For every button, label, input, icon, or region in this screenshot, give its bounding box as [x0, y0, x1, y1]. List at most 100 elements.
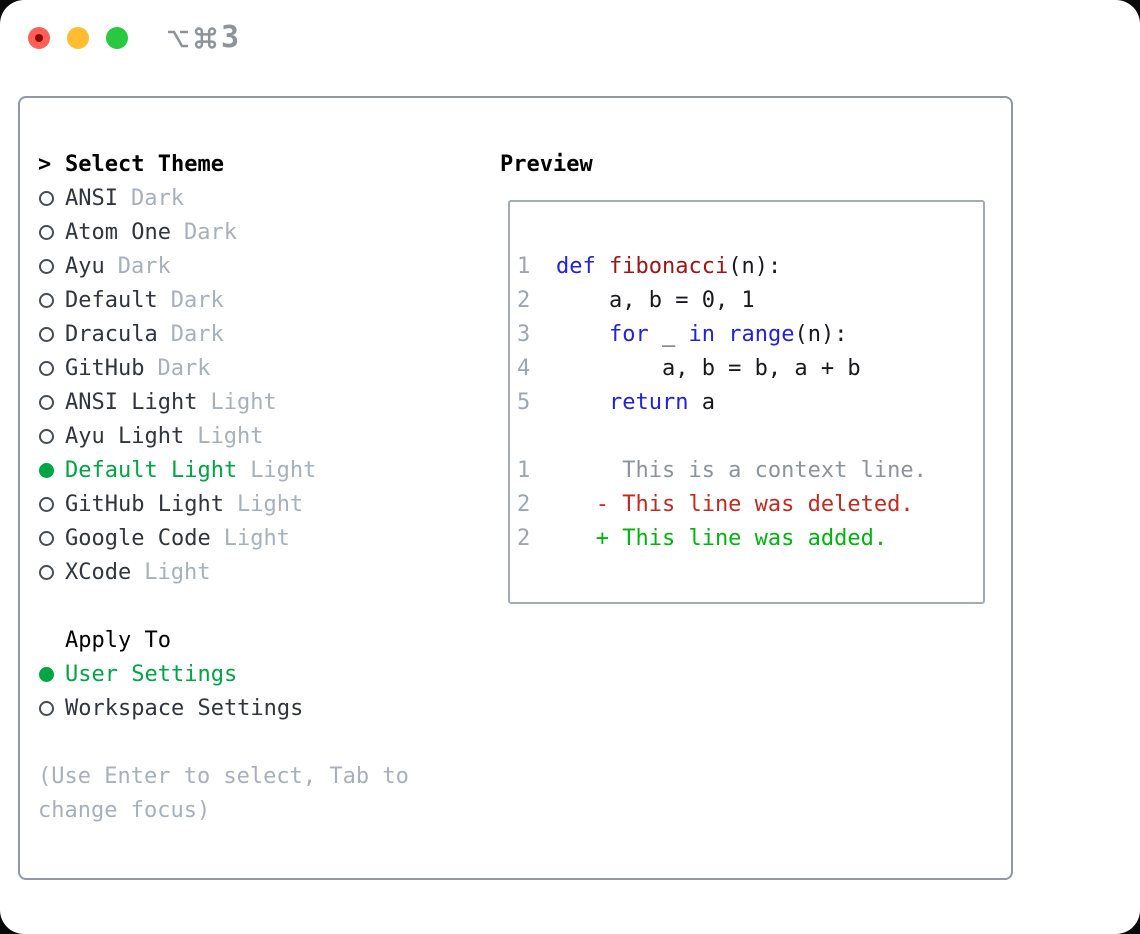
spacer [38, 726, 482, 760]
theme-variant-badge: Dark [130, 186, 184, 211]
close-dot-icon [35, 34, 43, 42]
window-title-number: 3 [221, 20, 240, 55]
preview-line: 2 + This line was added. [517, 522, 983, 556]
apply-option-label: Workspace Settings [65, 696, 304, 721]
theme-option-label: Dracula [65, 322, 158, 347]
apply-to-title: Apply To [65, 628, 171, 653]
preview-title: Preview [500, 152, 593, 177]
theme-option-label: GitHub [65, 356, 145, 381]
line-number: 3 [517, 322, 531, 347]
traffic-lights [28, 27, 145, 49]
close-button[interactable] [28, 27, 50, 49]
select-theme-title: Select Theme [65, 152, 224, 177]
line-content: This is a context line. [556, 458, 927, 483]
preview-line: 4 a, b = b, a + b [517, 352, 983, 386]
theme-option-default-light[interactable]: Default Light Light [38, 454, 482, 488]
select-theme-header: > Select Theme [38, 148, 482, 182]
line-number: 1 [517, 254, 531, 279]
window-title: 3 [166, 21, 239, 55]
line-number: 1 [517, 458, 531, 483]
line-number [517, 420, 530, 454]
theme-variant-badge: Dark [170, 288, 224, 313]
theme-option-label: Google Code [65, 526, 211, 551]
zoom-button[interactable] [106, 27, 128, 49]
theme-option-ansi[interactable]: ANSI Dark [38, 182, 482, 216]
preview-line: 2 a, b = 0, 1 [517, 284, 983, 318]
radio-unselected-icon [38, 692, 65, 726]
radio-unselected-icon [38, 386, 65, 420]
theme-option-ansi-light[interactable]: ANSI Light Light [38, 386, 482, 420]
apply-option-user-settings[interactable]: User Settings [38, 658, 482, 692]
radio-unselected-icon [38, 420, 65, 454]
theme-option-label: GitHub Light [65, 492, 224, 517]
preview-line: 3 for _ in range(n): [517, 318, 983, 352]
titlebar: 3 [0, 0, 1140, 76]
theme-option-github-light[interactable]: GitHub Light Light [38, 488, 482, 522]
theme-variant-badge: Light [223, 526, 290, 551]
line-content: def fibonacci(n): [556, 254, 782, 279]
theme-variant-badge: Light [250, 458, 317, 483]
keyboard-hint: (Use Enter to select, Tab to change focu… [38, 764, 409, 823]
theme-option-label: ANSI Light [65, 390, 198, 415]
line-number: 5 [517, 390, 531, 415]
line-content: for _ in range(n): [608, 322, 848, 347]
preview-line [517, 420, 983, 454]
radio-unselected-icon [38, 284, 65, 318]
line-number: 2 [517, 526, 531, 551]
preview-line: 1 def fibonacci(n): [517, 250, 983, 284]
theme-option-github[interactable]: GitHub Dark [38, 352, 482, 386]
main-panel [18, 96, 1013, 880]
theme-option-atom-one[interactable]: Atom One Dark [38, 216, 482, 250]
theme-option-xcode[interactable]: XCode Light [38, 556, 482, 590]
selection-caret: > [38, 152, 52, 177]
option-key-icon [168, 30, 188, 48]
theme-variant-badge: Light [210, 390, 277, 415]
theme-option-label: Ayu Light [65, 424, 185, 449]
theme-variant-badge: Light [236, 492, 304, 517]
minimize-button[interactable] [67, 27, 89, 49]
radio-unselected-icon [38, 522, 65, 556]
line-content: return a [608, 390, 715, 415]
command-key-icon [194, 27, 217, 49]
radio-unselected-icon [38, 250, 65, 284]
line-content: a, b = 0, 1 [556, 288, 755, 313]
line-content: - This line was deleted. [556, 492, 914, 517]
theme-variant-badge: Dark [157, 356, 211, 381]
theme-option-label: Ayu [65, 254, 105, 279]
apply-to-header: Apply To [38, 624, 482, 658]
line-number: 2 [517, 288, 531, 313]
radio-selected-icon [38, 658, 65, 692]
theme-variant-badge: Dark [117, 254, 171, 279]
radio-unselected-icon [38, 556, 65, 590]
radio-unselected-icon [38, 182, 65, 216]
radio-selected-icon [38, 454, 65, 488]
theme-option-label: Atom One [65, 220, 171, 245]
theme-option-label: Default Light [65, 458, 238, 483]
theme-variant-badge: Dark [183, 220, 237, 245]
spacer [38, 590, 482, 624]
radio-unselected-icon [38, 488, 65, 522]
theme-variant-badge: Light [197, 424, 264, 449]
theme-variant-badge: Light [144, 560, 211, 585]
apply-option-label: User Settings [65, 662, 238, 687]
theme-option-ayu[interactable]: Ayu Dark [38, 250, 482, 284]
radio-unselected-icon [38, 318, 65, 352]
apply-option-workspace-settings[interactable]: Workspace Settings [38, 692, 482, 726]
theme-option-label: ANSI [65, 186, 118, 211]
theme-option-ayu-light[interactable]: Ayu Light Light [38, 420, 482, 454]
preview-line: 2 - This line was deleted. [517, 488, 983, 522]
line-content: a, b = b, a + b [556, 356, 861, 381]
line-content: + This line was added. [556, 526, 888, 551]
line-number: 4 [517, 356, 531, 381]
radio-unselected-icon [38, 216, 65, 250]
theme-option-label: XCode [65, 560, 132, 585]
theme-option-google-code[interactable]: Google Code Light [38, 522, 482, 556]
preview-line: 1 This is a context line. [517, 454, 983, 488]
